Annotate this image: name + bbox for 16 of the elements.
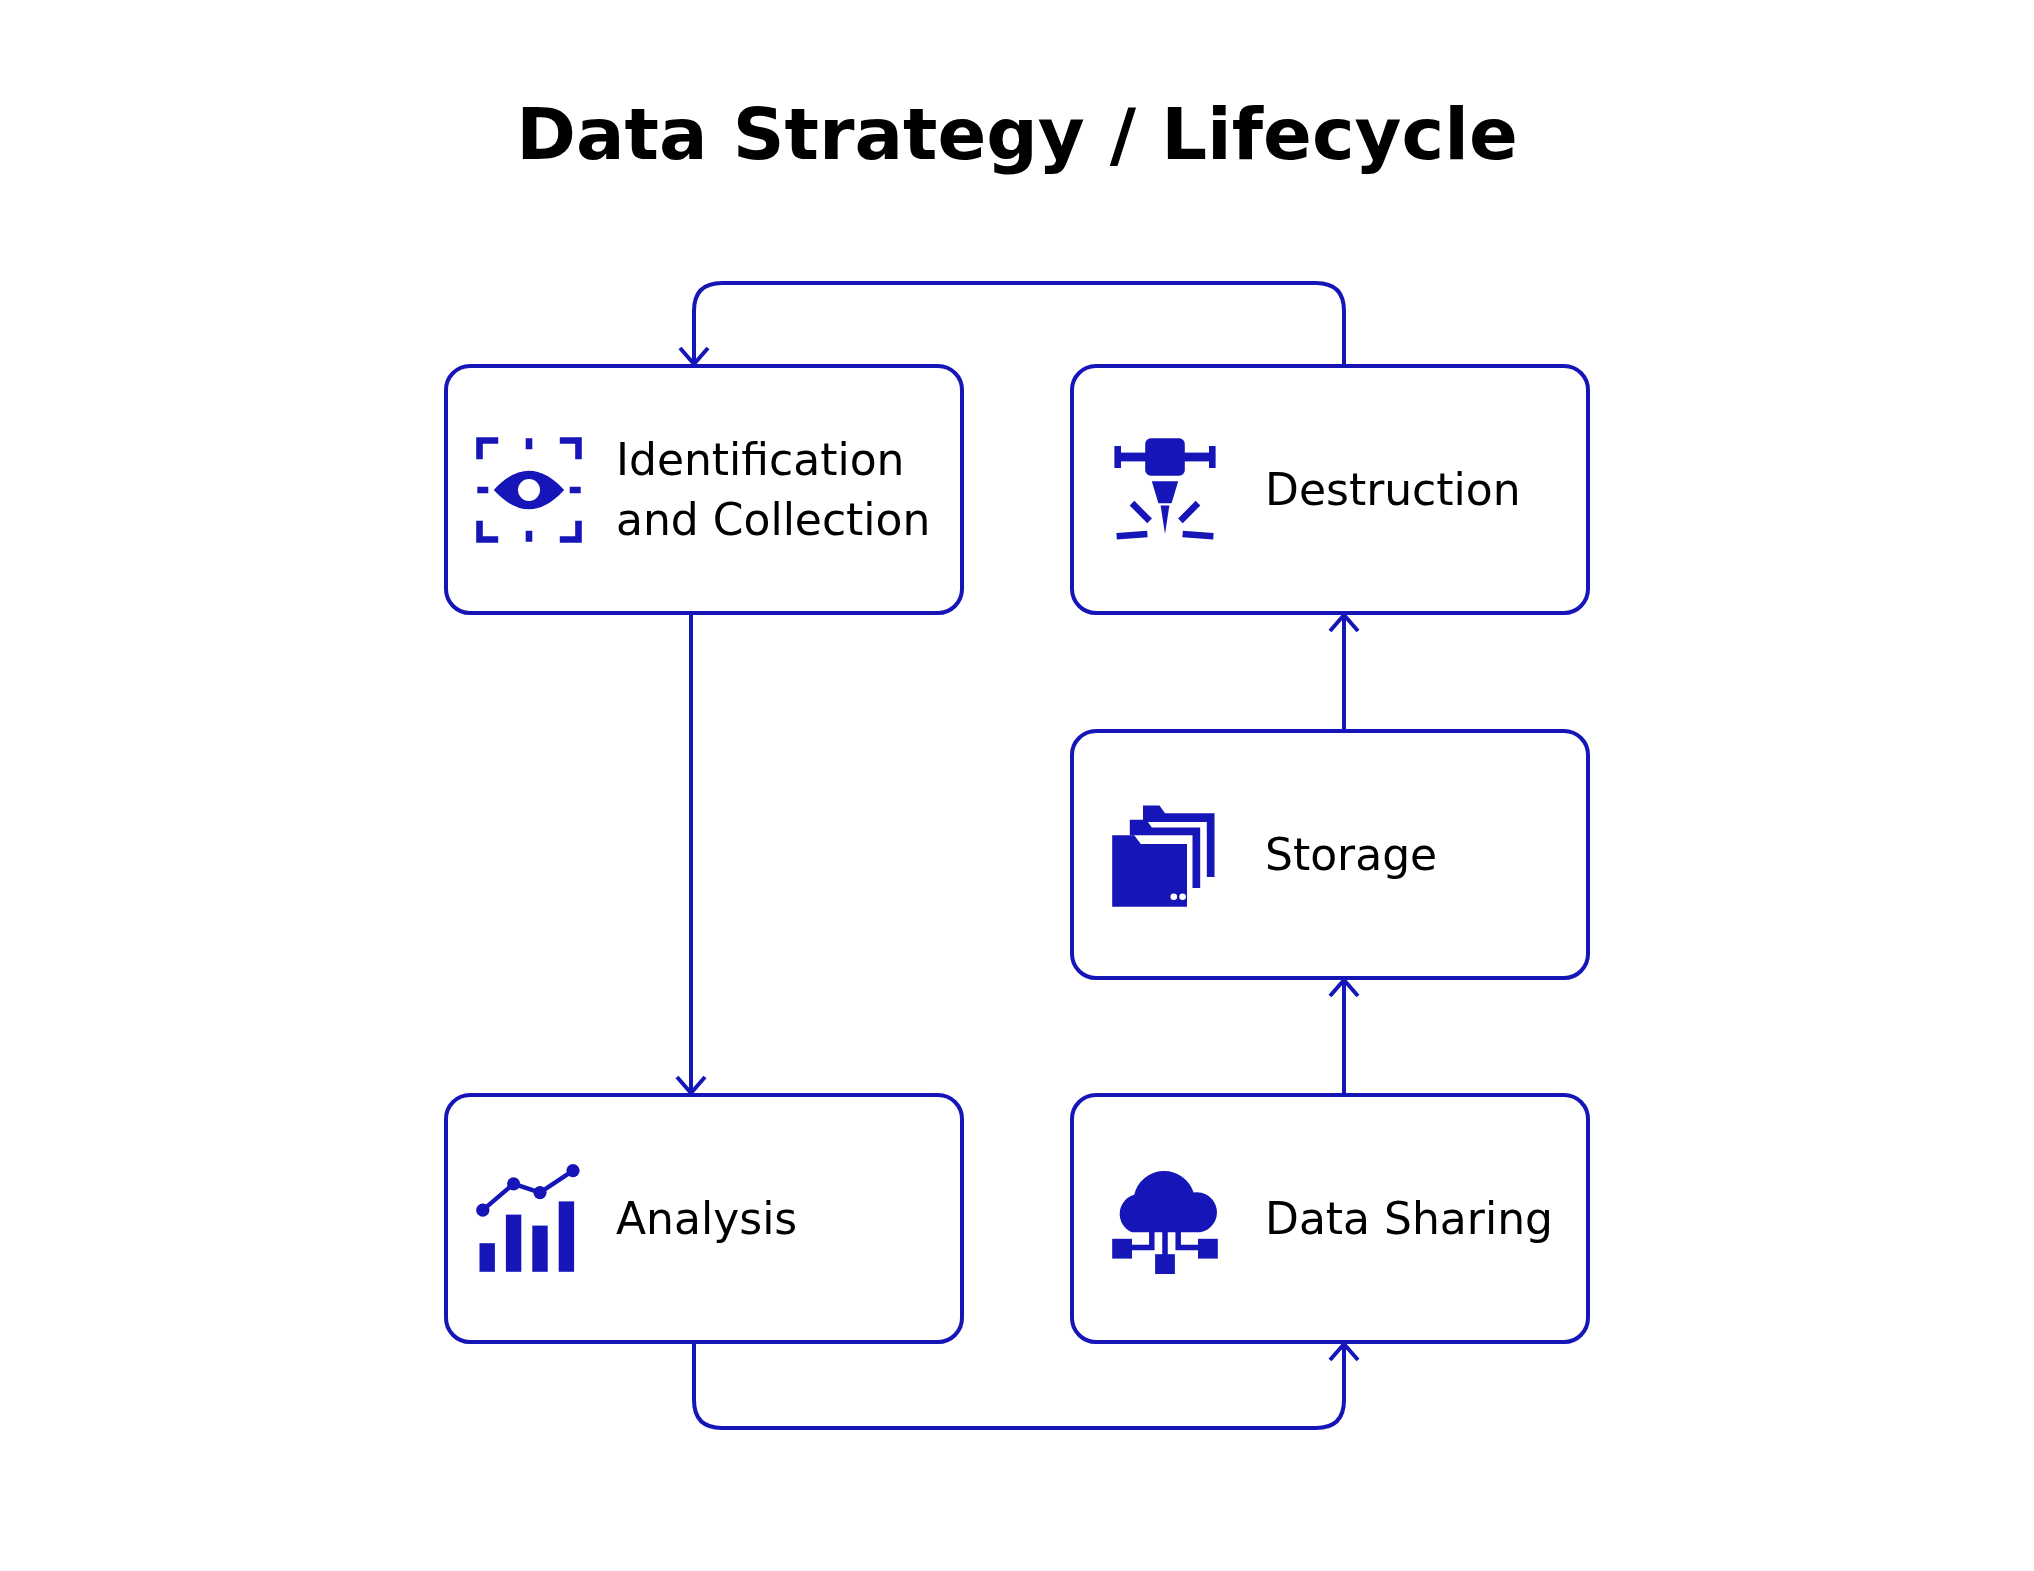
- node-label: Data Sharing: [1265, 1191, 1554, 1246]
- arrow: [1328, 978, 1360, 1093]
- node-label: Analysis: [616, 1191, 799, 1246]
- arrow: [675, 615, 707, 1095]
- arrow: [692, 1342, 1360, 1430]
- process-box: [1070, 1093, 1590, 1344]
- arrow: [1328, 613, 1360, 729]
- process-box: [444, 1093, 964, 1344]
- node-label: Identification and Collection: [616, 432, 932, 547]
- arrow: [678, 281, 1346, 366]
- process-box: [1070, 729, 1590, 980]
- title: Data Strategy / Lifecycle: [516, 92, 1518, 176]
- process-box: [1070, 364, 1590, 615]
- node-label: Destruction: [1265, 462, 1522, 517]
- node-label: Storage: [1265, 827, 1439, 882]
- process-box: [444, 364, 964, 615]
